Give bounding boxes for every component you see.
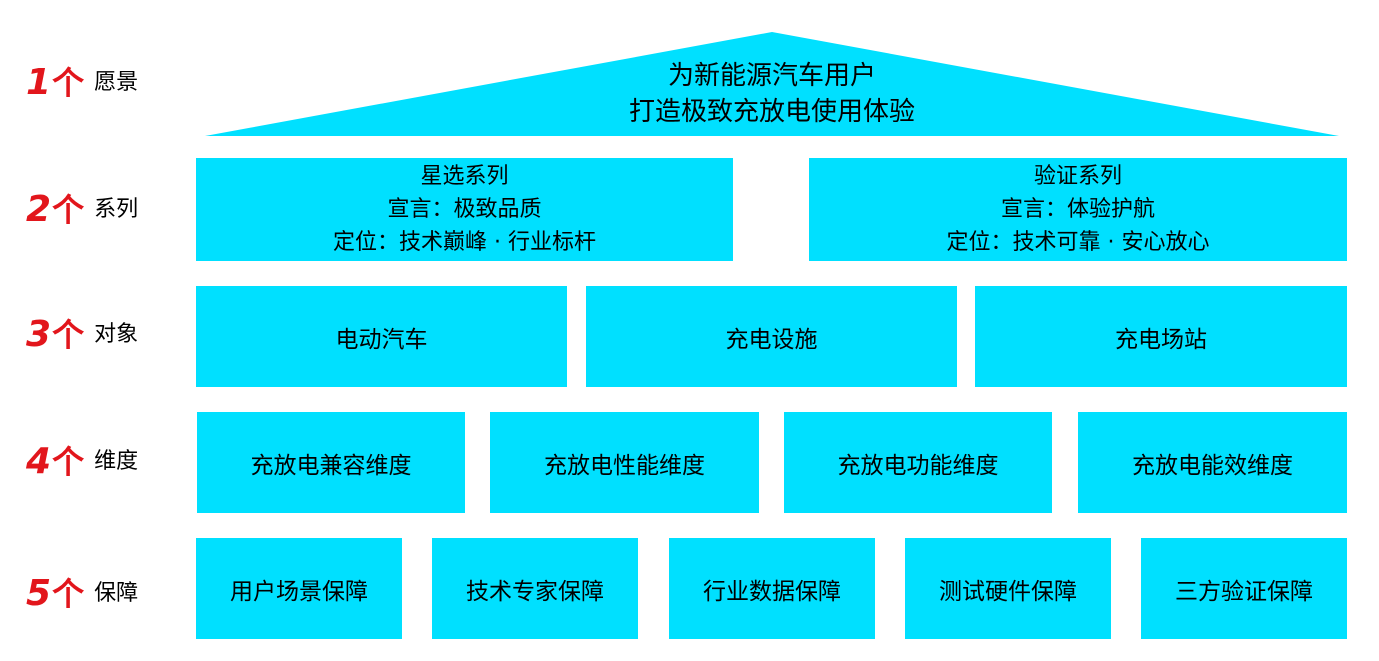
level-unit: 个: [52, 191, 85, 229]
object-box: 电动汽车: [196, 286, 567, 387]
object-box: 充电设施: [586, 286, 957, 387]
level-number: 3: [26, 314, 52, 355]
level-word: 愿景: [94, 70, 139, 95]
level-number: 2: [26, 189, 52, 230]
guarantee-box: 行业数据保障: [669, 538, 875, 639]
series-box-star: 星选系列 宣言：极致品质 定位：技术巅峰 · 行业标杆: [196, 158, 733, 261]
series-slogan: 宣言：体验护航: [1000, 197, 1155, 222]
level-number: 4: [26, 441, 52, 482]
object-box: 充电场站: [975, 286, 1347, 387]
vision-text: 为新能源汽车用户 打造极致充放电使用体验: [205, 58, 1339, 130]
vision-line-1: 为新能源汽车用户: [667, 61, 876, 91]
level-word: 对象: [94, 322, 139, 347]
series-position: 定位：技术可靠 · 安心放心: [946, 230, 1210, 255]
series-name: 星选系列: [420, 164, 509, 189]
series-slogan: 宣言：极致品质: [387, 197, 542, 222]
level-number: 1: [26, 62, 52, 103]
level-unit: 个: [52, 316, 85, 354]
guarantee-box: 技术专家保障: [432, 538, 638, 639]
guarantee-box: 测试硬件保障: [905, 538, 1111, 639]
series-box-verify: 验证系列 宣言：体验护航 定位：技术可靠 · 安心放心: [809, 158, 1347, 261]
guarantee-box: 三方验证保障: [1141, 538, 1347, 639]
level-word: 维度: [94, 449, 139, 474]
level-unit: 个: [52, 443, 85, 481]
dimension-box: 充放电能效维度: [1078, 412, 1347, 513]
dimension-box: 充放电功能维度: [784, 412, 1052, 513]
vision-roof-shape: [205, 32, 1339, 136]
level-unit: 个: [52, 575, 85, 613]
series-position: 定位：技术巅峰 · 行业标杆: [333, 230, 596, 255]
level-unit: 个: [52, 64, 85, 102]
level-word: 系列: [94, 197, 139, 222]
series-name: 验证系列: [1033, 164, 1122, 189]
vision-line-2: 打造极致充放电使用体验: [628, 97, 915, 127]
vision-roof: [205, 32, 1339, 136]
guarantee-box: 用户场景保障: [196, 538, 402, 639]
dimension-box: 充放电兼容维度: [197, 412, 465, 513]
level-number: 5: [26, 573, 52, 614]
level-word: 保障: [94, 581, 139, 606]
dimension-box: 充放电性能维度: [490, 412, 759, 513]
